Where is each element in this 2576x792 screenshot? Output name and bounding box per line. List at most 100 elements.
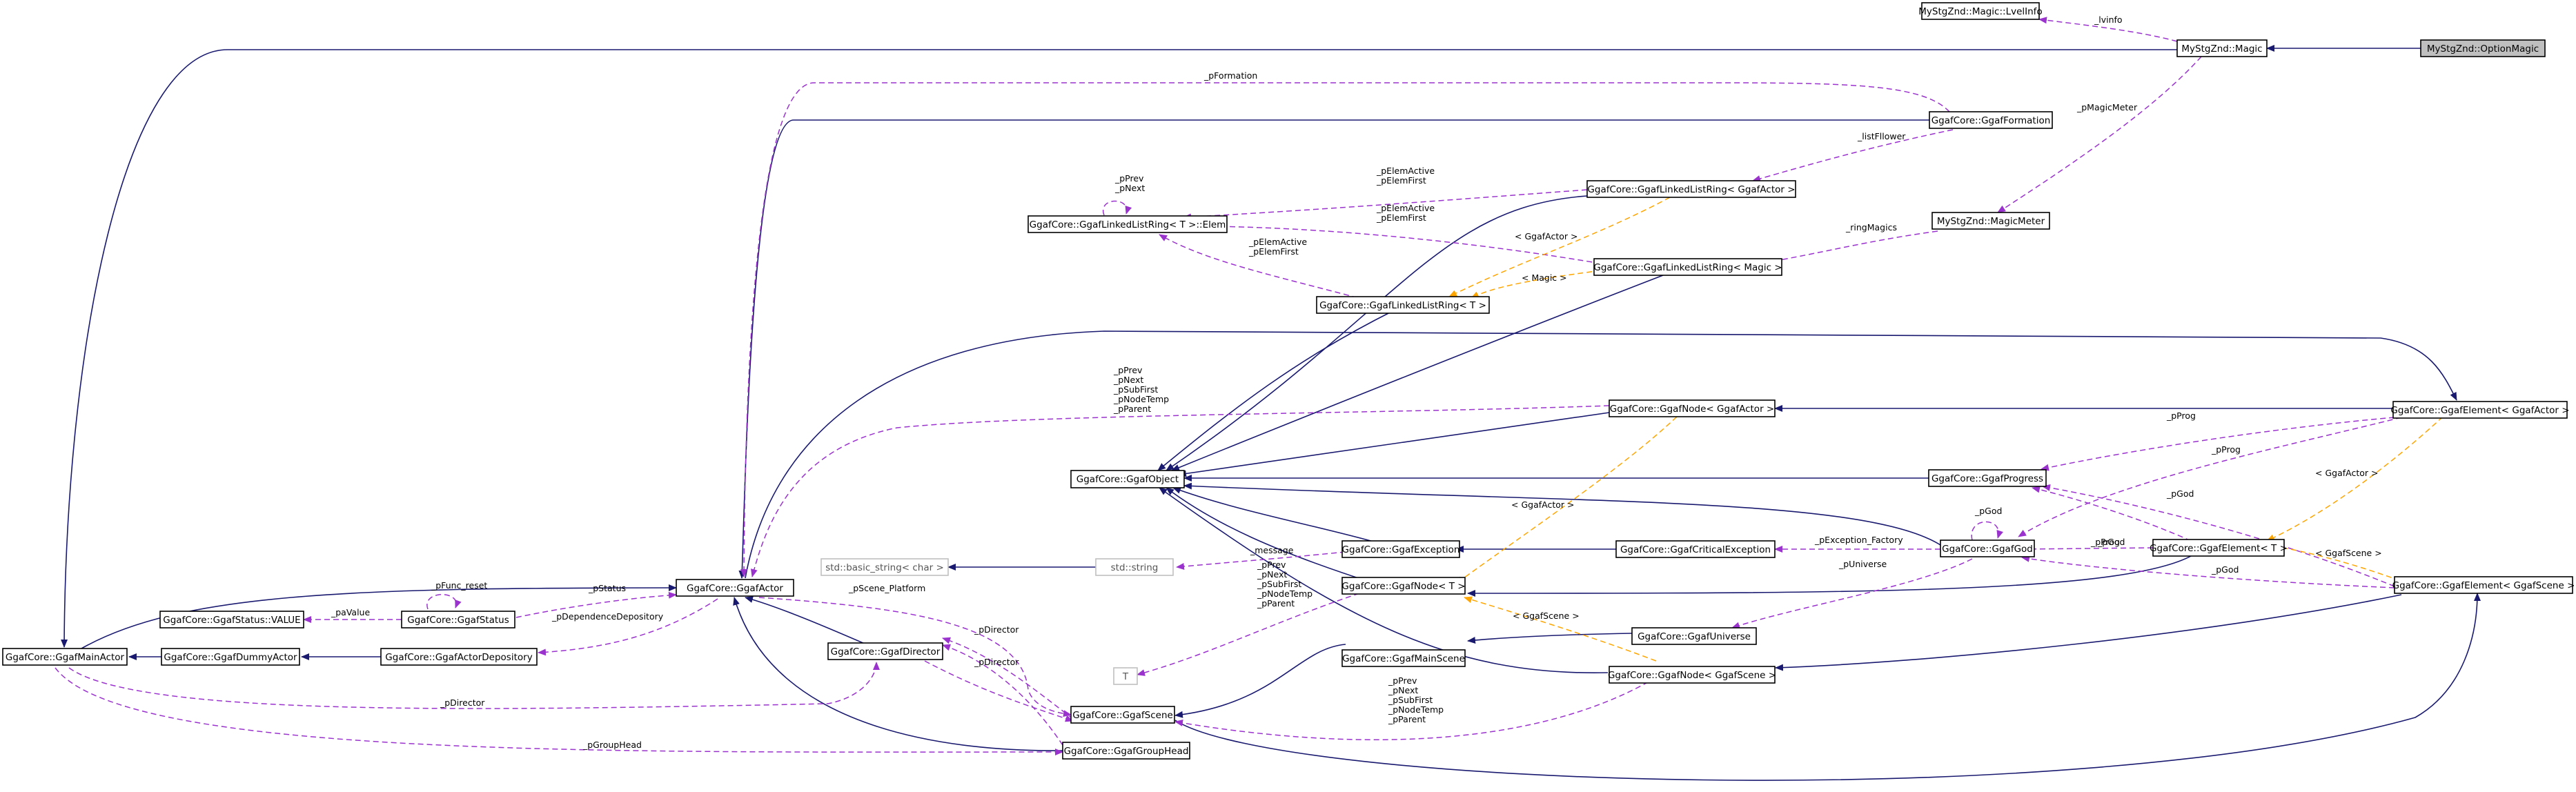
class-node-llrt[interactable]: GgafCore::GgafLinkedListRing< T > <box>1316 296 1490 314</box>
edge-nodeactor-to-object <box>1178 412 1610 477</box>
class-node-basicstring[interactable]: std::basic_string< char > <box>820 558 949 576</box>
edge-elemt-to-god <box>2021 545 2154 553</box>
class-node-statusvalue[interactable]: GgafCore::GgafStatus::VALUE <box>159 611 304 628</box>
class-node-llrmagic[interactable]: GgafCore::GgafLinkedListRing< Magic > <box>1593 258 1782 276</box>
edge-label: _pDependenceDepository <box>551 611 664 622</box>
edge-actor-to-scene <box>758 597 1072 717</box>
class-node-optionmagic[interactable]: MyStgZnd::OptionMagic <box>2420 39 2546 57</box>
class-node-status[interactable]: GgafCore::GgafStatus <box>401 611 515 628</box>
class-node-llrelem[interactable]: GgafCore::GgafLinkedListRing< T >::Elem <box>1028 215 1228 233</box>
class-node-mainactor[interactable]: GgafCore::GgafMainActor <box>2 648 128 666</box>
edge-god-to-object <box>1183 482 1941 546</box>
edge-actor-to-elemactor <box>745 330 2457 579</box>
class-node-lvinfo[interactable]: MyStgZnd::Magic::LvelInfo <box>1918 2 2043 20</box>
class-node-exception[interactable]: GgafCore::GgafException <box>1341 540 1460 558</box>
edge-nodet-to-object <box>1166 487 1374 584</box>
class-node-criticalexception[interactable]: GgafCore::GgafCriticalException <box>1615 540 1776 558</box>
class-node-elemt[interactable]: GgafCore::GgafElement< T > <box>2150 539 2288 557</box>
class-node-universe[interactable]: GgafCore::GgafUniverse <box>1631 627 1757 645</box>
class-node-label: MyStgZnd::OptionMagic <box>2427 43 2539 55</box>
edge-label: _pPrev_pNext_pSubFirst_pNodeTemp_pParent <box>1388 675 1444 724</box>
edge-label: _pPrev_pNext <box>1114 173 1145 193</box>
class-node-formation[interactable]: GgafCore::GgafFormation <box>1929 111 2053 129</box>
class-node-nodeactor[interactable]: GgafCore::GgafNode< GgafActor > <box>1609 399 1776 417</box>
class-node-nodet[interactable]: GgafCore::GgafNode< T > <box>1341 577 1466 595</box>
edge-label: _pGod <box>1974 506 2002 516</box>
edge-label: _pMagicMeter <box>2076 102 2138 112</box>
edge-label: _paValue <box>331 607 370 617</box>
class-node-label: GgafCore::GgafScene <box>1072 710 1173 721</box>
class-node-elemscene[interactable]: GgafCore::GgafElement< GgafScene > <box>2392 576 2575 594</box>
class-node-god[interactable]: GgafCore::GgafGod <box>1940 539 2035 557</box>
class-node-mainscene[interactable]: GgafCore::GgafMainScene <box>1341 649 1466 667</box>
class-node-progress[interactable]: GgafCore::GgafProgress <box>1928 469 2047 487</box>
class-node-label: std::basic_string< char > <box>825 562 944 573</box>
edge-magicmeter-usage <box>1997 56 2202 213</box>
edge-director-to-scene <box>924 660 1074 722</box>
class-node-label: GgafCore::GgafNode< GgafScene > <box>1608 670 1776 681</box>
edge-elemt-to-nodet <box>1467 551 2199 597</box>
class-node-grouphead[interactable]: GgafCore::GgafGroupHead <box>1062 742 1190 760</box>
edge-label: _pGroupHead <box>582 740 642 750</box>
edge-listfllower-usage <box>1752 129 1954 182</box>
edge-status-to-actor <box>515 591 677 618</box>
class-node-stdstring[interactable]: std::string <box>1095 558 1174 576</box>
edge-llractor-to-elem <box>1183 189 1588 221</box>
edge-exception-to-stdstring <box>1176 551 1346 570</box>
class-node-label: GgafCore::GgafElement< T > <box>2150 543 2288 554</box>
edge-director-to-actor <box>745 596 870 646</box>
edge-label: _pElemActive_pElemFirst <box>1376 166 1435 186</box>
class-node-actordepo[interactable]: GgafCore::GgafActorDepository <box>380 648 538 666</box>
class-node-label: GgafCore::GgafObject <box>1076 474 1179 485</box>
edge-tpl-elemactor-to-elemt <box>2266 416 2444 542</box>
edge-elemactor-to-progress <box>2041 417 2395 471</box>
class-node-nodescene[interactable]: GgafCore::GgafNode< GgafScene > <box>1608 666 1776 684</box>
edge-label: _lvinfo <box>2094 14 2123 25</box>
class-node-label: MyStgZnd::MagicMeter <box>1937 216 2045 227</box>
class-node-label: GgafCore::GgafGroupHead <box>1064 746 1189 757</box>
edge-label: _pPrev_pNext_pSubFirst_pNodeTemp_pParent <box>1113 365 1169 414</box>
class-node-label: GgafCore::GgafMainScene <box>1342 653 1465 664</box>
edge-label: _pUniverse <box>1838 559 1887 569</box>
class-node-T[interactable]: T <box>1113 667 1138 685</box>
edge-label: _ringMagics <box>1845 222 1897 232</box>
edge-formation-to-actor <box>738 119 1929 579</box>
edge-elemscene-to-progress <box>2042 484 2395 587</box>
class-node-label: GgafCore::GgafLinkedListRing< GgafActor … <box>1587 184 1795 195</box>
edge-actor-to-actordepo <box>538 598 718 656</box>
edge-label: _listFllower <box>1857 131 1906 141</box>
class-node-label: GgafCore::GgafElement< GgafScene > <box>2392 580 2575 591</box>
class-node-actor[interactable]: GgafCore::GgafActor <box>676 579 794 597</box>
class-node-label: MyStgZnd::Magic::LvelInfo <box>1918 6 2042 17</box>
edge-label: < GgafScene > <box>1513 611 1580 621</box>
class-node-dummyactor[interactable]: GgafCore::GgafDummyActor <box>161 648 300 666</box>
class-node-label: GgafCore::GgafGod <box>1942 544 2033 555</box>
edge-god-self-loop <box>1971 521 2004 541</box>
edge-tpl-nodeactor-to-nodet <box>1455 416 1678 584</box>
class-node-label: MyStgZnd::Magic <box>2181 43 2262 55</box>
class-node-llractor[interactable]: GgafCore::GgafLinkedListRing< GgafActor … <box>1586 180 1796 198</box>
class-node-label: GgafCore::GgafLinkedListRing< T > <box>1319 300 1486 311</box>
edge-label: _pFunc_reset <box>431 580 487 591</box>
edge-nodescene-to-object <box>1159 487 1609 674</box>
edge-universe-to-mainscene <box>1467 633 1633 644</box>
edge-magic-to-mainactor <box>61 49 2177 648</box>
edge-label: _pDirector <box>974 657 1019 667</box>
edge-label: _pProg <box>2166 410 2196 421</box>
edge-elem-self-loop <box>1102 200 1132 216</box>
edge-mainactor-to-director <box>68 662 880 709</box>
class-node-scene[interactable]: GgafCore::GgafScene <box>1070 706 1175 724</box>
class-node-label: GgafCore::GgafMainActor <box>6 652 125 663</box>
edge-llractor-to-object <box>1166 195 1588 471</box>
class-node-director[interactable]: GgafCore::GgafDirector <box>827 642 943 660</box>
class-node-elemactor[interactable]: GgafCore::GgafElement< GgafActor > <box>2390 401 2570 419</box>
edge-grouphead-to-actor <box>733 597 1066 751</box>
class-node-magicmeter[interactable]: MyStgZnd::MagicMeter <box>1931 212 2050 230</box>
class-node-label: std::string <box>1111 562 1159 573</box>
class-node-object[interactable]: GgafCore::GgafObject <box>1070 470 1185 488</box>
class-node-label: GgafCore::GgafDummyActor <box>164 652 297 663</box>
edge-label: _pDirector <box>974 624 1019 635</box>
class-node-label: GgafCore::GgafDirector <box>831 646 941 657</box>
class-node-magic[interactable]: MyStgZnd::Magic <box>2176 39 2268 57</box>
edge-lvinfo-usage <box>2038 17 2178 42</box>
